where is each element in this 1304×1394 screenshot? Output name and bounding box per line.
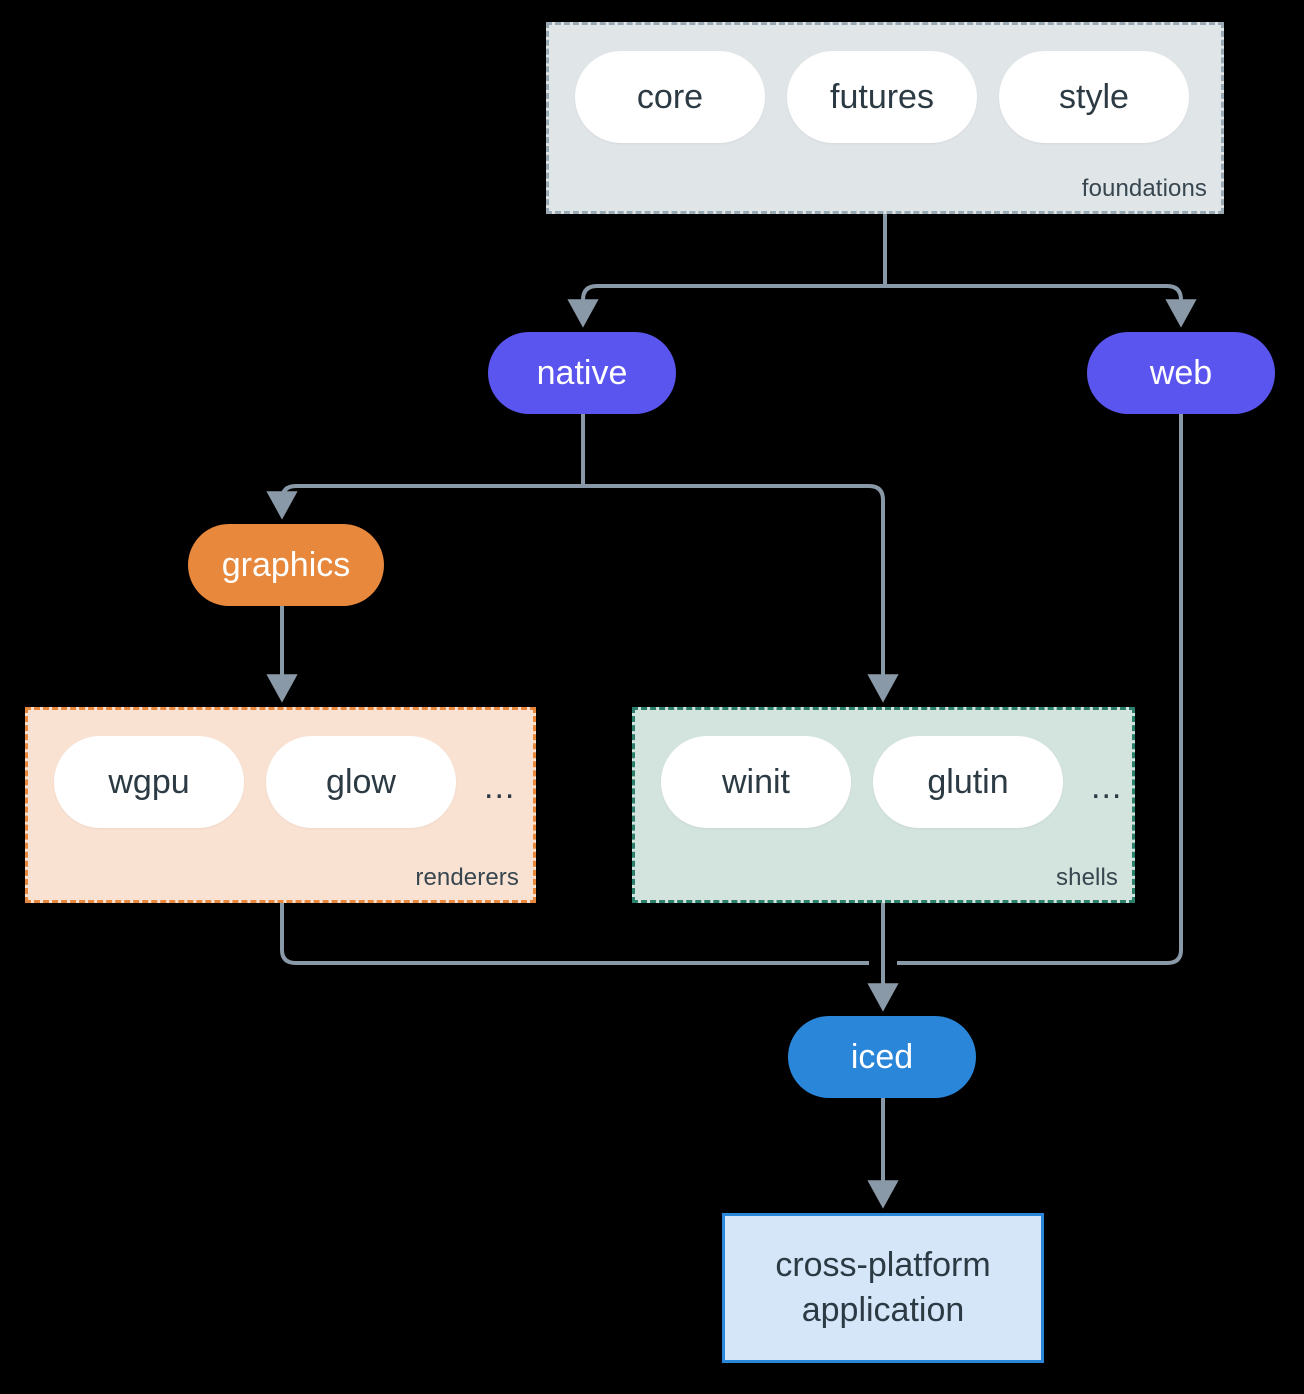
shells-items: winit glutin ...: [661, 736, 1128, 828]
application-line-2: application: [801, 1291, 965, 1329]
group-label-renderers: renderers: [415, 864, 519, 891]
group-label-shells: shells: [1056, 864, 1118, 891]
pill-winit[interactable]: winit: [661, 736, 851, 828]
pill-glow[interactable]: glow: [266, 736, 456, 828]
pill-futures[interactable]: futures: [787, 51, 977, 143]
group-foundations: core futures style foundations: [546, 22, 1224, 214]
node-iced[interactable]: iced: [788, 1016, 976, 1098]
pill-glutin[interactable]: glutin: [873, 736, 1063, 828]
group-shells: winit glutin ... shells: [632, 707, 1135, 903]
edge-native-to-graphics: [266, 484, 583, 520]
renderers-more-ellipsis: ...: [484, 767, 516, 806]
edge-foundations-to-web: [885, 284, 1197, 328]
node-cross-platform-application[interactable]: cross-platform application: [722, 1213, 1044, 1363]
group-label-foundations: foundations: [1081, 175, 1207, 202]
renderers-items: wgpu glow ...: [54, 736, 521, 828]
pill-core[interactable]: core: [575, 51, 765, 143]
edge-foundations-to-native: [567, 284, 885, 328]
edge-native-to-shells: [583, 484, 899, 703]
pill-style[interactable]: style: [999, 51, 1189, 143]
node-web[interactable]: web: [1087, 332, 1275, 414]
application-line-1: cross-platform: [775, 1246, 991, 1285]
edge-renderers-to-merge: [280, 903, 869, 965]
group-renderers: wgpu glow ... renderers: [25, 707, 536, 903]
node-native[interactable]: native: [488, 332, 676, 414]
shells-more-ellipsis: ...: [1091, 767, 1123, 806]
node-graphics[interactable]: graphics: [188, 524, 384, 606]
foundations-items: core futures style: [575, 51, 1189, 143]
pill-wgpu[interactable]: wgpu: [54, 736, 244, 828]
